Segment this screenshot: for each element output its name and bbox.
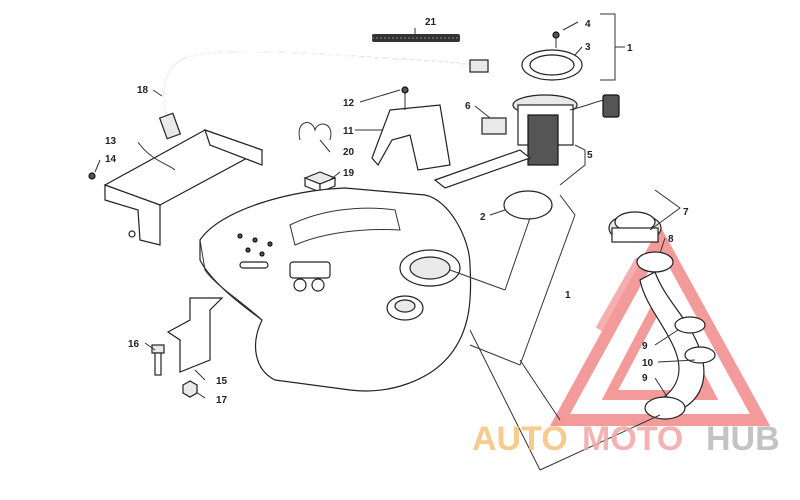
watermark-auto: AUTO	[472, 420, 568, 458]
callout-labels: 21 4 3 1 18 12 6 13 11 14 20 5 19 2 7 8 …	[105, 17, 689, 406]
callout-8: 8	[668, 234, 674, 245]
callout-1-mid: 1	[565, 290, 571, 301]
screw-4	[552, 31, 560, 39]
callout-19: 19	[343, 168, 355, 179]
clamp	[298, 122, 332, 141]
callout-13: 13	[105, 136, 117, 147]
tank-strap	[166, 297, 224, 373]
fuel-hose	[158, 50, 489, 140]
screw-14	[88, 172, 96, 180]
callout-4: 4	[585, 19, 591, 30]
callout-5: 5	[587, 150, 593, 161]
screw-12	[401, 86, 409, 94]
callout-21: 21	[425, 17, 437, 28]
bracket	[371, 86, 451, 171]
callout-2: 2	[480, 212, 486, 223]
callout-1-top: 1	[627, 43, 633, 54]
callout-9-lower: 9	[642, 373, 648, 384]
callout-17: 17	[216, 395, 228, 406]
protective-sleeve	[372, 34, 460, 42]
leader-lines	[94, 13, 696, 471]
callout-7: 7	[683, 207, 689, 218]
heat-shield	[103, 129, 264, 246]
fuel-tank	[199, 187, 472, 392]
callout-9-upper: 9	[642, 341, 648, 352]
rubber-pad	[303, 171, 337, 193]
callout-16: 16	[128, 339, 140, 350]
callout-20: 20	[343, 147, 355, 158]
watermark-hub: HUB	[706, 420, 780, 458]
watermark-text: AUTO MOTO HUB	[472, 420, 780, 458]
nut-17	[182, 380, 198, 398]
watermark-triangle-outer	[549, 225, 771, 426]
callout-11: 11	[343, 126, 354, 137]
gasket	[503, 190, 553, 220]
clamp-9-lower	[644, 396, 686, 420]
callout-18: 18	[137, 85, 149, 96]
callout-12: 12	[343, 98, 355, 109]
clamp-8	[636, 251, 674, 273]
fuel-cap	[608, 211, 662, 243]
callout-3: 3	[585, 42, 591, 53]
callout-15: 15	[216, 376, 228, 387]
callout-14: 14	[105, 154, 117, 165]
callout-6: 6	[465, 101, 471, 112]
bolt-16	[151, 344, 165, 376]
fuel-pump-assembly	[433, 94, 620, 189]
callout-10: 10	[642, 358, 654, 369]
watermark-moto: MOTO	[582, 420, 683, 458]
